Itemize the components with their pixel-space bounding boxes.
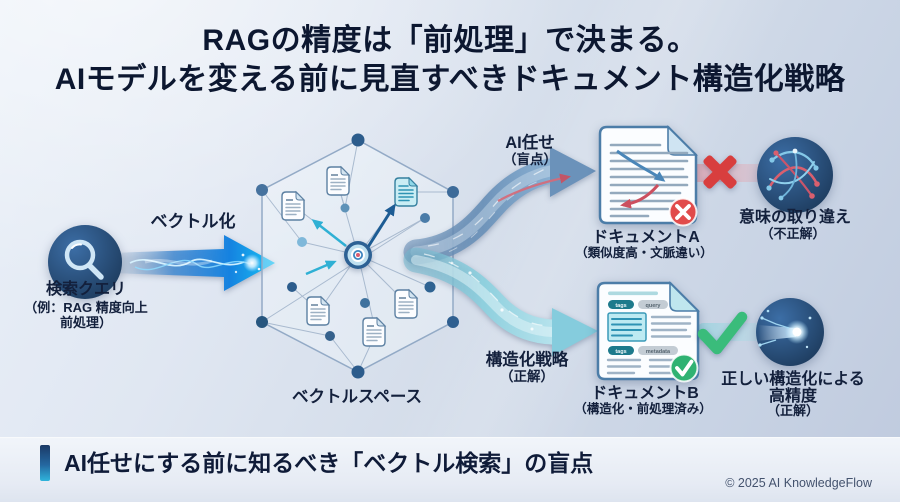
pill-label: query	[646, 303, 662, 309]
result-bad-sublabel: （不正解）	[760, 226, 826, 241]
vector-space-hexagon	[256, 133, 459, 379]
pill-label: metadata	[646, 349, 671, 355]
pill-label: tags	[615, 349, 626, 355]
footer-headline: AI任せにする前に知るべき「ベクトル検索」の盲点	[64, 450, 594, 476]
result-good-title-line-1: 正しい構造化による	[721, 371, 865, 388]
doc-b-title: ドキュメントB	[591, 385, 699, 402]
tag-pill	[608, 346, 634, 355]
vector-space-label: ベクトルスペース	[291, 388, 423, 406]
doc-a-sublabel: （類似度高・文脈違い）	[575, 246, 713, 260]
branch-ai-band	[403, 147, 596, 265]
result-bad-title: 意味の取り違え	[738, 209, 852, 226]
document-icon	[362, 317, 386, 347]
document-icon	[394, 289, 418, 319]
doc-a-title: ドキュメントA	[592, 229, 700, 246]
query-example-line-2: 前処理）	[59, 315, 113, 330]
branch-structured-sublabel: （正解）	[500, 369, 554, 384]
vectorize-arrow	[112, 235, 275, 291]
inner-network-nodes	[287, 203, 436, 341]
tag-pill	[638, 300, 668, 309]
title-line-2: AIモデルを変える前に見直すべきドキュメント構造化戦略	[54, 63, 846, 96]
pill-label: tags	[615, 303, 626, 309]
success-badge	[669, 353, 699, 383]
tag-pill	[638, 346, 678, 355]
result-good-sublabel: （正解）	[766, 403, 820, 418]
tangled-network-icon	[757, 137, 833, 213]
document-b-icon: tags query tags metadata	[596, 281, 700, 383]
title-line-1: RAGの精度は「前処理」で決まる。	[202, 24, 698, 57]
copyright-text: © 2025 AI KnowledgeFlow	[725, 476, 872, 490]
accent-bar	[40, 445, 50, 481]
page-title: RAGの精度は「前処理」で決まる。 AIモデルを変える前に見直すべきドキュメント…	[0, 21, 900, 99]
highlighted-document-icon	[394, 177, 418, 207]
branch-ai-sublabel: （盲点）	[503, 152, 557, 167]
document-icon	[326, 166, 350, 196]
tag-pill	[608, 300, 634, 309]
vectorize-label: ベクトル化	[150, 212, 236, 231]
target-icon	[344, 241, 372, 269]
doc-b-sublabel: （構造化・前処理済み）	[574, 402, 712, 416]
footer-banner: AI任せにする前に知るべき「ベクトル検索」の盲点 © 2025 AI Knowl…	[0, 437, 900, 502]
similarity-arrows	[305, 203, 396, 276]
document-icon	[281, 191, 305, 221]
query-example-line-1: （例：RAG 精度向上	[24, 300, 148, 315]
check-icon	[697, 311, 748, 355]
document-a-icon	[598, 125, 698, 227]
cross-icon	[703, 155, 737, 189]
branch-structured-band	[403, 247, 598, 356]
hexagon-vertex-nodes	[256, 133, 459, 379]
branch-structured-label: 構造化戦略	[485, 351, 569, 369]
focused-beam-icon	[756, 298, 824, 366]
error-badge	[668, 197, 698, 227]
magnifier-icon	[48, 225, 122, 299]
result-good-title-line-2: 高精度	[768, 388, 818, 405]
query-label: 検索クエリ	[45, 281, 127, 298]
branch-ai-label: AI任せ	[505, 134, 555, 152]
document-icon	[306, 296, 330, 326]
